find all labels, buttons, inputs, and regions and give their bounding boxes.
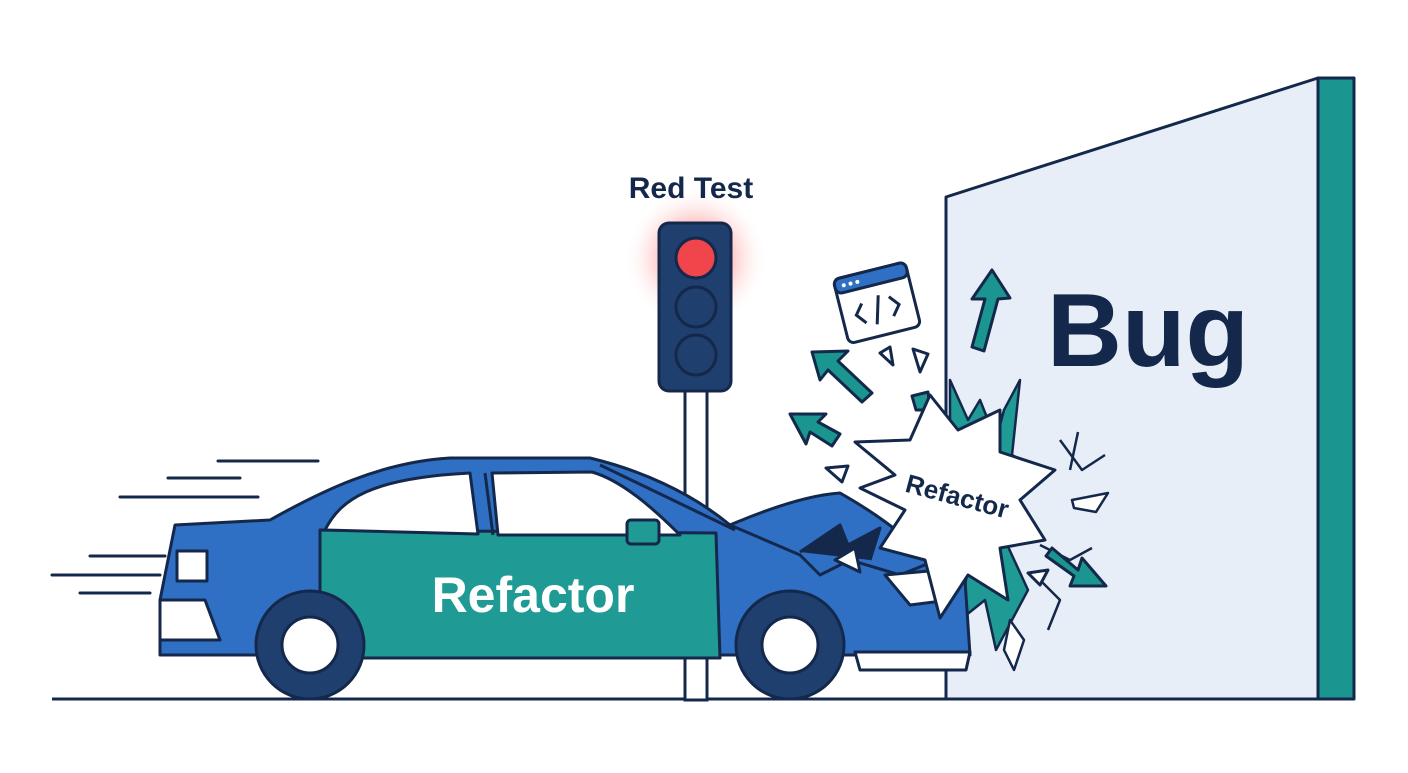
code-window-icon <box>832 261 922 344</box>
wall-label: Bug <box>1047 273 1249 389</box>
arrow-icon <box>970 268 1012 353</box>
speed-lines <box>50 459 320 595</box>
debris <box>824 345 1050 587</box>
car: Refactor <box>158 456 972 701</box>
impact-burst: Refactor <box>853 393 1057 620</box>
car-door-label: Refactor <box>432 567 635 623</box>
bug-wall: Bug <box>944 76 1356 701</box>
traffic-light-label: Red Test <box>629 172 753 205</box>
red-light <box>674 236 718 280</box>
debris-arrows <box>788 349 1108 588</box>
